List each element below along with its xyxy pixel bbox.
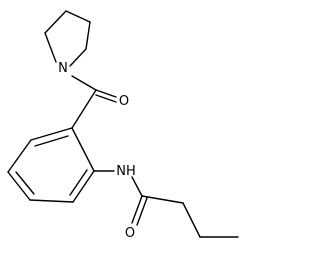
bond-ring-5 bbox=[72, 170, 95, 203]
bond-ring-4 bbox=[29, 199, 74, 203]
bond-c2-c3 bbox=[44, 10, 67, 34]
bond-ring-inner-2 bbox=[15, 171, 35, 195]
bond-ring-inner-1 bbox=[34, 135, 69, 147]
atom-label-amide-nh: NH bbox=[116, 164, 136, 179]
atom-label-ketone-o: O bbox=[119, 94, 129, 109]
bond-c5-n bbox=[69, 48, 87, 67]
bond-co-b bbox=[95, 94, 117, 103]
bond-nh-amide-c bbox=[131, 176, 143, 197]
bond-n-c2 bbox=[44, 32, 57, 63]
bond-amide-co-a bbox=[131, 195, 143, 224]
bond-amide-co-b bbox=[136, 197, 148, 226]
atom-label-amide-o: O bbox=[125, 226, 135, 241]
bond-ring-6 bbox=[71, 127, 95, 172]
amide-double-bond bbox=[131, 195, 148, 226]
bond-carbonyl-ring bbox=[71, 89, 97, 129]
bond-c4-c5 bbox=[85, 21, 91, 50]
bond-ring-2 bbox=[7, 139, 32, 173]
bond-ring-1 bbox=[30, 127, 73, 141]
bond-chain-2 bbox=[182, 202, 201, 238]
bond-ring-3 bbox=[7, 171, 31, 201]
bond-co-a bbox=[95, 89, 117, 98]
bond-ring-inner-3 bbox=[69, 169, 88, 196]
chemical-structure: N O NH O bbox=[7, 10, 239, 241]
benzene-ring bbox=[7, 127, 95, 203]
pyrrolidine-ring bbox=[44, 10, 91, 67]
bond-chain-1 bbox=[141, 195, 184, 204]
ketone-double-bond bbox=[95, 89, 117, 103]
atom-label-pyrrolidine-n: N bbox=[58, 61, 68, 76]
bond-c3-c4 bbox=[65, 10, 91, 23]
bond-n-carbonyl bbox=[71, 75, 97, 91]
